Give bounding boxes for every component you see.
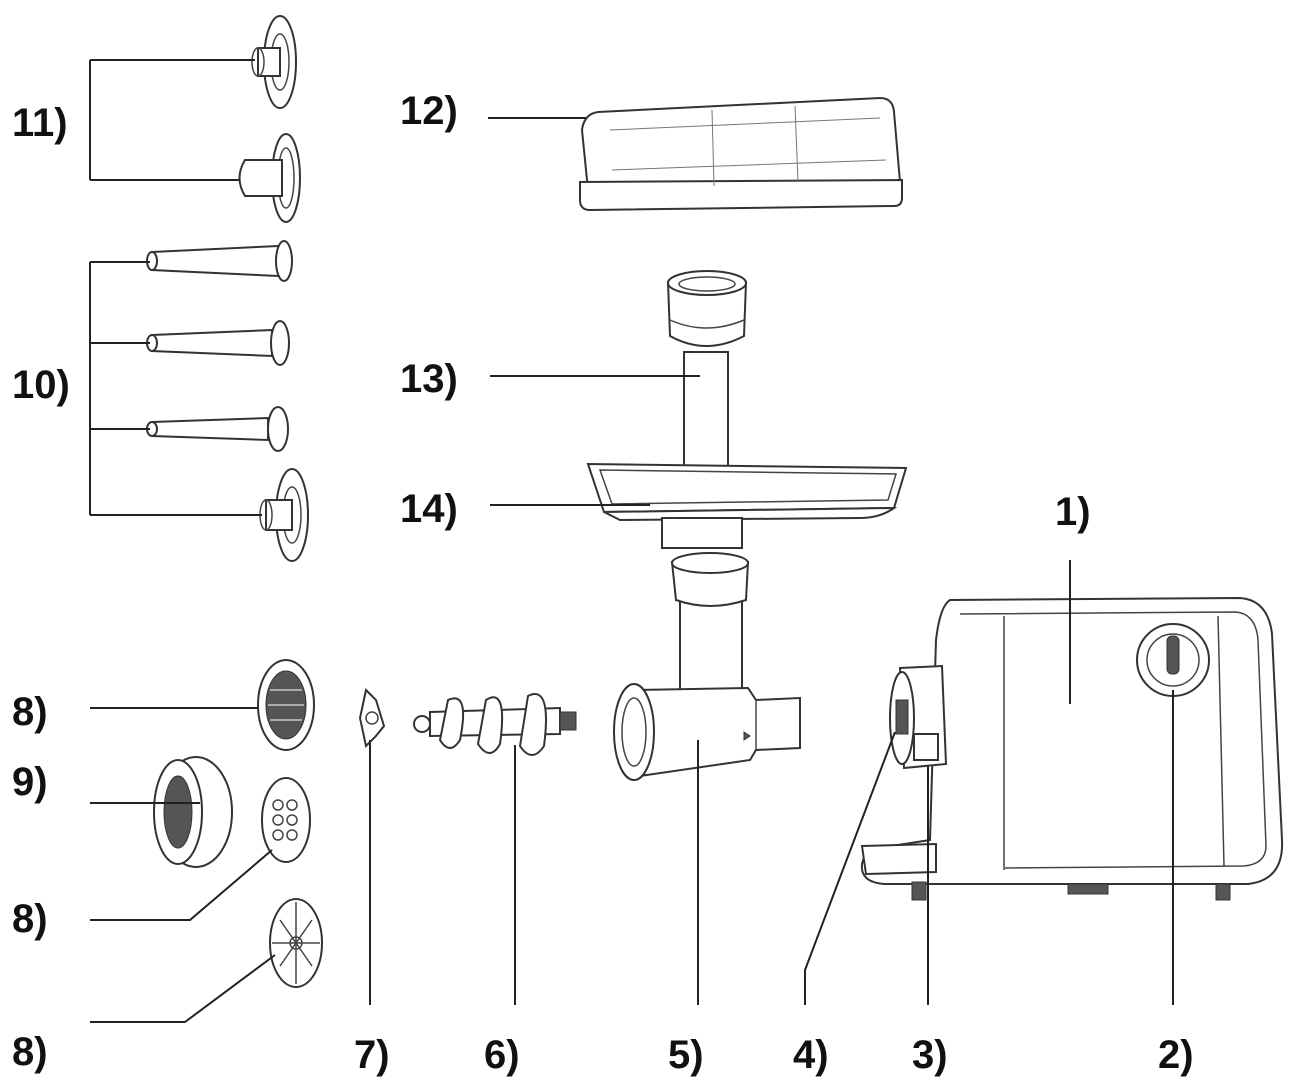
part-9-ring-nut: [153, 756, 233, 868]
part-13-pusher: [666, 270, 748, 469]
label-12: 12): [400, 89, 458, 133]
label-9: 9): [12, 760, 48, 804]
label-7: 7): [354, 1033, 390, 1077]
label-10: 10): [12, 363, 70, 407]
label-6: 6): [484, 1033, 520, 1077]
leader-8c: [90, 954, 276, 1023]
label-3: 3): [912, 1033, 948, 1077]
part-12-cover: [579, 96, 903, 212]
leader-11: [89, 59, 255, 181]
label-4: 4): [793, 1033, 829, 1077]
leader-10: [89, 261, 262, 516]
part-6-worm-screw: [413, 693, 577, 756]
label-8b: 8): [12, 897, 48, 941]
label-8c: 8): [12, 1030, 48, 1074]
leader-4: [804, 731, 896, 1005]
part-7-knife: [358, 687, 386, 749]
part-4-coupling: [889, 664, 948, 770]
part-5-grinder-head: [613, 552, 801, 781]
label-13: 13): [400, 357, 458, 401]
label-2: 2): [1158, 1033, 1194, 1077]
leader-8b: [90, 849, 273, 921]
part-1-motor-housing: [860, 596, 1284, 901]
label-8a: 8): [12, 690, 48, 734]
label-11: 11): [12, 101, 68, 145]
label-1: 1): [1055, 490, 1091, 534]
label-5: 5): [668, 1033, 704, 1077]
label-14: 14): [400, 487, 458, 531]
part-11-attachments: [238, 15, 301, 223]
part-14-tray: [586, 462, 908, 549]
part-10-nozzles: [146, 240, 309, 562]
part-8-plates: [257, 659, 323, 988]
